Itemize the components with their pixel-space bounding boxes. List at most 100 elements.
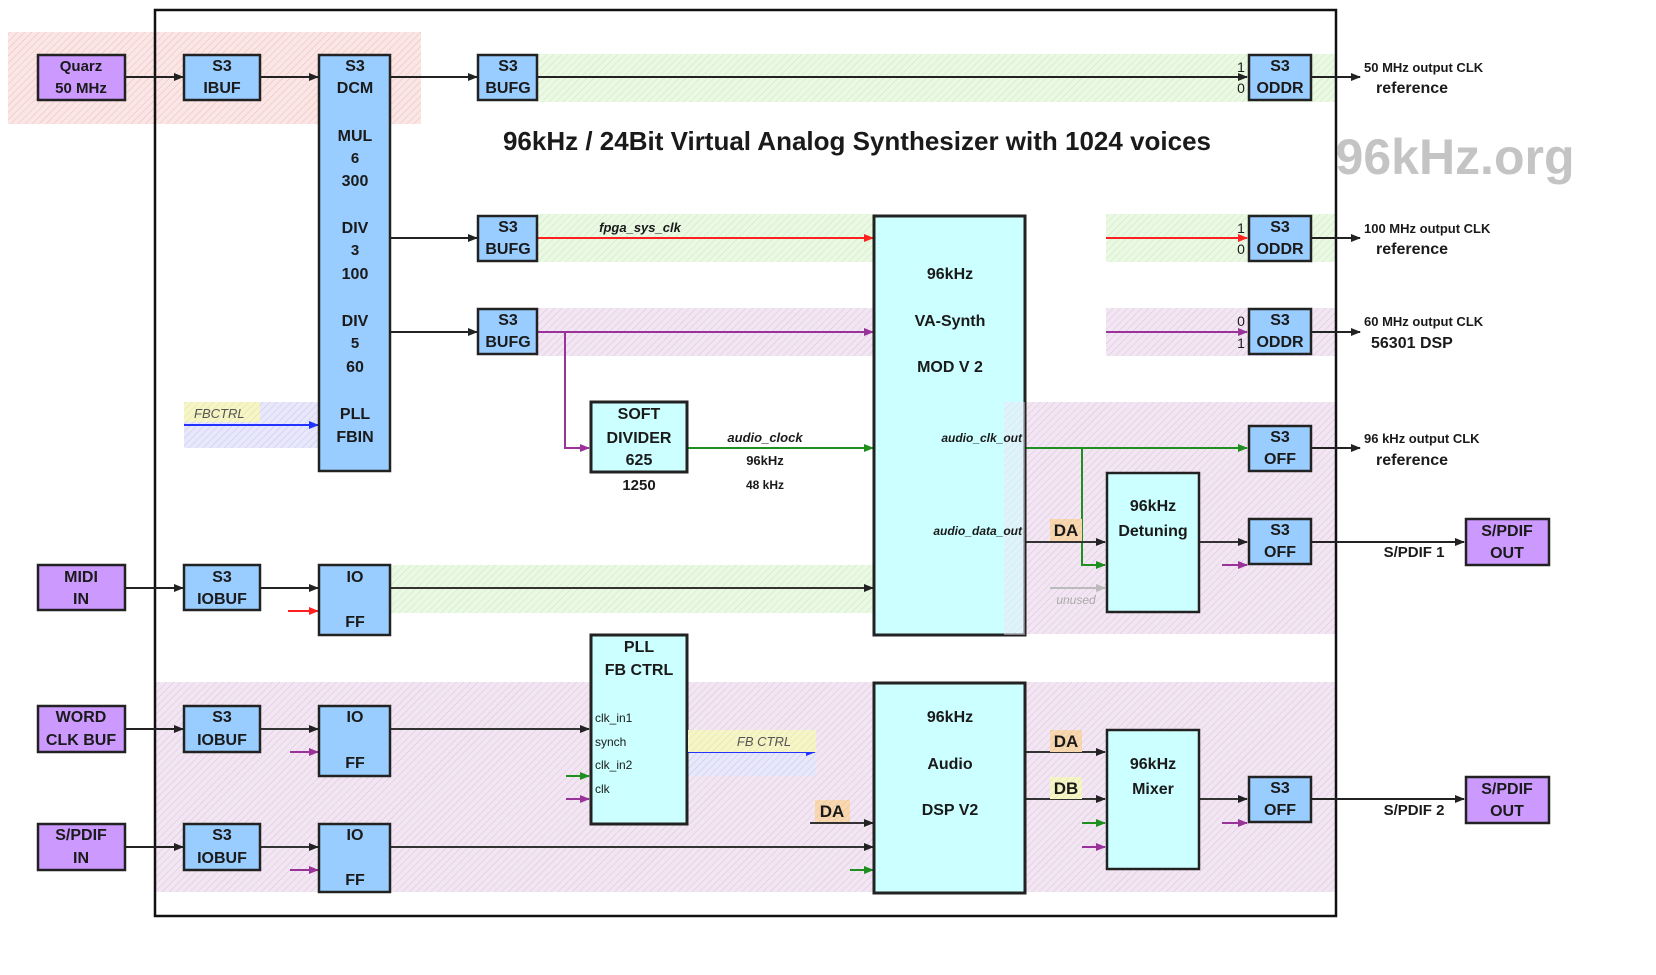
soft-divider-alt-value: 1250 <box>622 477 655 494</box>
audio-clock-label: audio_clock <box>727 430 803 445</box>
off-block-2: S3 OFF <box>1247 517 1313 566</box>
ioff-block-spdif: IO FF <box>317 822 392 894</box>
mixer-block: 96kHz Mixer <box>1105 728 1201 871</box>
iobuf-midi-line-1: S3 <box>212 569 232 586</box>
detuning-line-1: 96kHz <box>1130 498 1176 515</box>
dcm-div3-freq: 100 <box>342 266 369 283</box>
bufg-3-line-1: S3 <box>498 312 518 329</box>
fpga-sys-clk-label: fpga_sys_clk <box>599 220 681 235</box>
off-3-line-2: OFF <box>1264 802 1296 819</box>
bufg-2-line-2: BUFG <box>485 241 530 258</box>
out2-title: 100 MHz output CLK <box>1364 221 1491 236</box>
oddr-1-bit-a: 1 <box>1237 59 1245 75</box>
ioff-spdif-line-1: IO <box>347 827 364 844</box>
da-tag-2: DA <box>1050 730 1082 752</box>
ibuf-line-1: S3 <box>212 58 232 75</box>
va-synth-port-clk-out: audio_clk_out <box>941 431 1023 445</box>
iobuf-wordclk-line-2: IOBUF <box>197 732 247 749</box>
spdif-1-label: S/PDIF 1 <box>1384 544 1445 561</box>
va-synth-line-3: MOD V 2 <box>917 359 983 376</box>
spdif-out-1: S/PDIF OUT <box>1464 517 1551 567</box>
spdif-in-label-1: S/PDIF <box>55 827 107 844</box>
va-synth-line-1: 96kHz <box>927 266 973 283</box>
word-clk-label-2: CLK BUF <box>46 732 116 749</box>
out3-title: 60 MHz output CLK <box>1364 314 1484 329</box>
iobuf-block-wordclk: S3 IOBUF <box>182 704 262 754</box>
db-tag: DB <box>1050 777 1082 799</box>
out4-sub: reference <box>1376 452 1448 469</box>
dcm-div5-freq: 60 <box>346 359 364 376</box>
iobuf-block-spdif: S3 IOBUF <box>182 822 262 872</box>
spdif-out-2-line-2: OUT <box>1490 803 1524 820</box>
mixer-line-1: 96kHz <box>1130 756 1176 773</box>
off-1-line-1: S3 <box>1270 429 1290 446</box>
detuning-line-2: Detuning <box>1118 523 1187 540</box>
spdif-in-label-2: IN <box>73 850 89 867</box>
off-3-line-1: S3 <box>1270 780 1290 797</box>
dcm-fbin-label: FBIN <box>336 429 373 446</box>
wires <box>126 73 1465 874</box>
iobuf-spdif-line-2: IOBUF <box>197 850 247 867</box>
audio-dsp-line-2: Audio <box>927 756 973 773</box>
ioff-wordclk-line-2: FF <box>345 755 365 772</box>
dcm-div5-factor: 5 <box>351 335 359 352</box>
dcm-div3-label: DIV <box>342 220 369 237</box>
ioff-block-wordclk: IO FF <box>317 704 392 778</box>
input-word-clk: WORD CLK BUF <box>36 704 127 754</box>
oddr-3-bit-a: 0 <box>1237 313 1245 329</box>
out2-sub: reference <box>1376 241 1448 258</box>
oddr-block-2: S3 ODDR <box>1247 214 1313 263</box>
da-tag-2-text: DA <box>1054 732 1079 751</box>
oddr-1-line-1: S3 <box>1270 58 1290 75</box>
iobuf-block-midi: S3 IOBUF <box>182 563 262 612</box>
pll-fb-port-clk-in1: clk_in1 <box>595 711 633 725</box>
spdif-out-2-line-1: S/PDIF <box>1481 781 1533 798</box>
fpga-frame <box>153 8 1338 918</box>
ioff-wordclk-line-1: IO <box>347 709 364 726</box>
dcm-line-2: DCM <box>337 80 373 97</box>
bufg-1-line-2: BUFG <box>485 80 530 97</box>
oddr-3-line-2: ODDR <box>1256 334 1304 351</box>
dcm-mul-label: MUL <box>338 128 373 145</box>
iobuf-wordclk-line-1: S3 <box>212 709 232 726</box>
midi-label-2: IN <box>73 591 89 608</box>
dcm-mul-factor: 6 <box>351 150 359 167</box>
ibuf-line-2: IBUF <box>203 80 241 97</box>
soft-divider-line-1: SOFT <box>618 406 661 423</box>
va-synth-line-2: VA-Synth <box>915 313 986 330</box>
oddr-3-line-1: S3 <box>1270 312 1290 329</box>
bufg-3-line-2: BUFG <box>485 334 530 351</box>
pll-fb-port-synch: synch <box>595 735 626 749</box>
soft-divider-line-3: 625 <box>626 452 653 469</box>
oddr-1-line-2: ODDR <box>1256 80 1304 97</box>
pll-fb-line-2: FB CTRL <box>605 662 674 679</box>
fbctrl-tag-bg <box>184 402 260 422</box>
pll-fb-line-1: PLL <box>624 639 654 656</box>
pll-fb-port-clk-in2: clk_in2 <box>595 758 633 772</box>
ioff-midi-line-1: IO <box>347 569 364 586</box>
audio-dsp-line-3: DSP V2 <box>922 802 979 819</box>
dcm-mul-freq: 300 <box>342 173 369 190</box>
da-tag-1: DA <box>1050 519 1082 541</box>
audio-clock-alt-freq: 48 kHz <box>746 478 784 492</box>
quarz-label-2: 50 MHz <box>55 80 107 97</box>
oddr-block-3: S3 ODDR <box>1247 307 1313 356</box>
diagram-title: 96kHz / 24Bit Virtual Analog Synthesizer… <box>503 126 1211 156</box>
db-tag-text: DB <box>1054 779 1079 798</box>
pll-fb-ctrl-block: PLL FB CTRL clk_in1 synch clk_in2 clk <box>589 633 689 826</box>
oddr-2-bit-b: 0 <box>1237 241 1245 257</box>
oddr-block-1: S3 ODDR <box>1247 53 1313 102</box>
mixer-line-2: Mixer <box>1132 781 1174 798</box>
quarz-label-1: Quarz <box>60 58 103 75</box>
fb-ctrl-tag-bg <box>688 730 816 752</box>
soft-divider-block: SOFT DIVIDER 625 <box>589 400 689 474</box>
va-synth-port-data-out: audio_data_out <box>933 524 1023 538</box>
dcm-block: S3 DCM MUL 6 300 DIV 3 100 DIV 5 60 PLL … <box>317 53 392 473</box>
oddr-2-bit-a: 1 <box>1237 220 1245 236</box>
watermark-logo: 96kHz.org <box>1336 129 1575 185</box>
ioff-spdif-line-2: FF <box>345 872 365 889</box>
spdif-out-1-line-1: S/PDIF <box>1481 523 1533 540</box>
word-clk-label-1: WORD <box>56 709 107 726</box>
out4-title: 96 kHz output CLK <box>1364 431 1480 446</box>
